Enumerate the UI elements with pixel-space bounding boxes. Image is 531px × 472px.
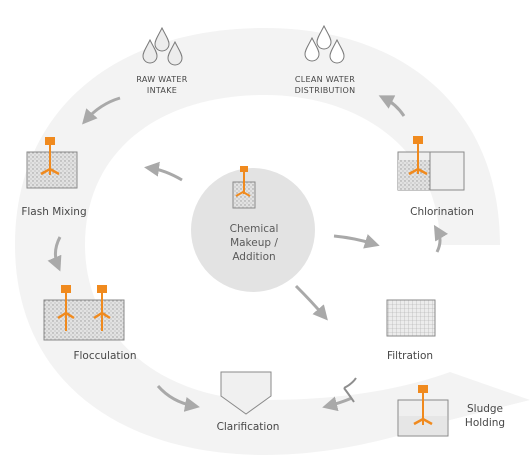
arrow-flocculation-to-clarification bbox=[156, 384, 200, 412]
flow-arrows bbox=[47, 95, 449, 412]
flash-mixing-tank-icon bbox=[26, 137, 78, 189]
arrow-flash-mixing-to-flocculation bbox=[47, 236, 62, 272]
clarification-tank-icon bbox=[220, 371, 272, 415]
clarification-label: Clarification bbox=[216, 421, 280, 433]
hub-beaker-icon bbox=[232, 166, 256, 209]
sludge-holding-tank-icon bbox=[397, 385, 449, 437]
chemical-makeup-addition-label: Chemical Makeup / Addition bbox=[229, 223, 279, 263]
arrow-chlorination-to-distribution bbox=[378, 95, 406, 117]
raw-water-drops-icon bbox=[142, 26, 183, 66]
arrow-intake-to-flash-mixing bbox=[82, 96, 121, 125]
sludge-holding-label: Sludge Holding bbox=[464, 403, 506, 429]
flocculation-label: Flocculation bbox=[73, 350, 137, 362]
sludge-branch-arrow-icon bbox=[343, 377, 357, 403]
arrow-sludge-return bbox=[322, 396, 353, 412]
chlorination-label: Chlorination bbox=[410, 206, 474, 218]
chlorination-tank-icon bbox=[397, 136, 465, 191]
arrow-hub-to-chlorination bbox=[333, 234, 380, 249]
arrow-hub-to-filtration bbox=[294, 284, 328, 321]
flash-mixing-label: Flash Mixing bbox=[21, 206, 87, 218]
clean-water-distribution-label: CLEAN WATER DISTRIBUTION bbox=[294, 75, 356, 95]
filtration-label: Filtration bbox=[386, 350, 434, 362]
filtration-tank-icon bbox=[386, 299, 436, 337]
arrow-filtration-to-chlorination bbox=[433, 224, 449, 253]
process-cycle-ring bbox=[15, 28, 530, 455]
arrow-hub-to-flash-mixing bbox=[144, 161, 183, 182]
raw-water-intake-label: RAW WATER INTAKE bbox=[136, 75, 188, 95]
clean-water-drops-icon bbox=[304, 24, 345, 64]
flocculation-tank-icon bbox=[43, 285, 125, 341]
chemical-addition-hub bbox=[191, 168, 315, 292]
